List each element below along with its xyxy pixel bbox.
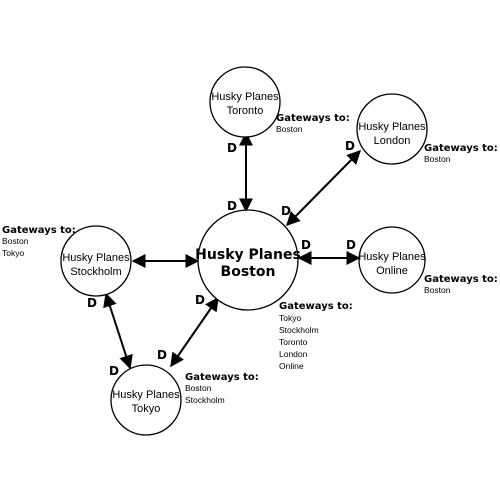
node-tokyo: Husky Planes Tokyo: [110, 364, 182, 436]
gateways-online-title: Gateways to:: [424, 274, 498, 285]
gateways-toronto: Gateways to: Boston: [276, 113, 350, 134]
node-stockholm: Husky Planes Stockholm: [60, 225, 132, 297]
node-london-line1: Husky Planes: [358, 121, 426, 133]
node-tokyo-line1: Husky Planes: [112, 389, 180, 401]
gateways-stockholm-item: Boston: [2, 236, 29, 246]
gateways-toronto-item: Boston: [276, 124, 303, 134]
node-london-line2: London: [374, 135, 411, 147]
gateways-boston: Gateways to: Tokyo Stockholm Toronto Lon…: [279, 301, 353, 371]
edge-label-online-right: D: [346, 238, 356, 252]
gateways-online: Gateways to: Boston: [424, 274, 498, 295]
node-online-line2: Online: [376, 265, 408, 277]
node-boston-line2: Boston: [221, 264, 276, 280]
node-london: Husky Planes London: [356, 93, 428, 165]
node-boston: Husky Planes Boston: [195, 209, 301, 311]
gateways-boston-item: London: [279, 349, 308, 359]
node-toronto: Husky Planes Toronto: [209, 66, 281, 138]
gateways-tokyo: Gateways to: Boston Stockholm: [185, 372, 259, 405]
edge-label-stockholm-tokyo-bottom: D: [109, 364, 119, 378]
gateways-toronto-title: Gateways to:: [276, 113, 350, 124]
edge-boston-tokyo: [170, 296, 219, 368]
gateways-london-item: Boston: [424, 154, 451, 164]
edge-label-stockholm-tokyo-top: D: [87, 296, 97, 310]
edge-labels: D D D D D D D D D D: [87, 139, 356, 378]
gateways-boston-item: Stockholm: [279, 325, 319, 335]
node-stockholm-line2: Stockholm: [70, 266, 121, 278]
node-online-line1: Husky Planes: [358, 251, 426, 263]
gateways-online-item: Boston: [424, 285, 451, 295]
gateways-boston-item: Online: [279, 361, 304, 371]
edge-label-tokyo-top: D: [157, 348, 167, 362]
gateways-stockholm-item: Tokyo: [2, 248, 24, 258]
gateways-boston-title: Gateways to:: [279, 301, 353, 312]
gateways-boston-item: Toronto: [279, 337, 308, 347]
edge-label-london-bottom: D: [281, 204, 291, 218]
node-stockholm-line1: Husky Planes: [62, 252, 130, 264]
edge-label-tokyo-boston: D: [195, 293, 205, 307]
node-online: Husky Planes Online: [358, 226, 426, 294]
edge-stockholm-tokyo: [103, 292, 133, 370]
gateways-boston-item: Tokyo: [279, 313, 301, 323]
gateways-london: Gateways to: Boston: [424, 143, 498, 164]
gateways-stockholm: Gateways to: Boston Tokyo: [2, 225, 76, 258]
edge-label-london-top: D: [345, 139, 355, 153]
gateways-tokyo-item: Boston: [185, 383, 212, 393]
node-toronto-line1: Husky Planes: [211, 91, 279, 103]
edge-label-toronto-bottom: D: [227, 199, 237, 213]
gateways-london-title: Gateways to:: [424, 143, 498, 154]
edges: [103, 131, 361, 370]
gateways-tokyo-title: Gateways to:: [185, 372, 259, 383]
edge-boston-london: [286, 150, 361, 226]
edge-label-toronto-top: D: [227, 141, 237, 155]
edge-label-online-left: D: [301, 238, 311, 252]
gateways-stockholm-title: Gateways to:: [2, 225, 76, 236]
node-boston-line1: Husky Planes: [195, 247, 301, 263]
gateways-tokyo-item: Stockholm: [185, 395, 225, 405]
node-tokyo-line2: Tokyo: [132, 403, 161, 415]
node-toronto-line2: Toronto: [227, 105, 264, 117]
